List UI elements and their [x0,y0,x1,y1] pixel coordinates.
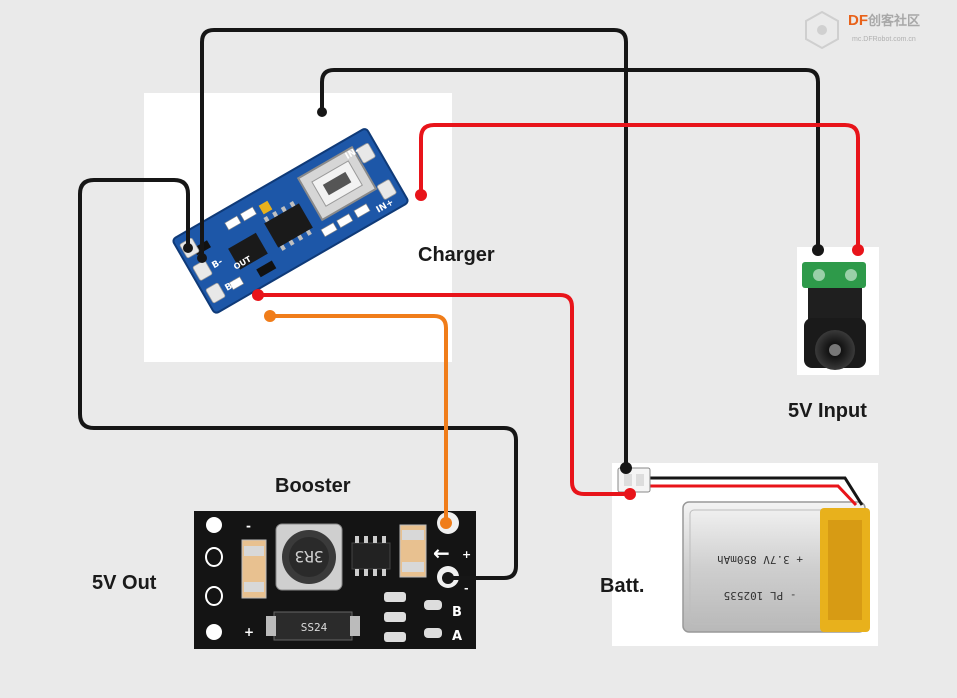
label-5v-input: 5V Input [788,400,867,422]
silk-minus: - [246,519,251,533]
wire-input-minus [320,68,820,252]
watermark-url: mc.DFRobot.com.cn [852,36,916,43]
wire-input-plus [419,123,860,252]
label-5v-out: 5V Out [92,572,157,594]
battery-cell: + 3.7V 850mAh - PL 102535 [617,467,870,633]
charger-ic-chip [264,203,313,248]
pin-label-a: A [452,629,462,644]
battery-lead-black [648,476,864,506]
label-booster: Booster [275,475,351,497]
battery-model: - PL 102535 [724,589,797,602]
led-indicator [258,200,273,215]
wire-batt-plus [256,293,632,496]
battery-rating: + 3.7V 850mAh [717,553,803,566]
diode-marking: SS24 [301,621,328,634]
inductor: 3R3 [275,523,343,591]
watermark: DF创客社区 mc.DFRobot.com.cn [805,10,920,50]
charger-module: IN- IN+ B- B+ OUT [172,128,409,314]
wire-booster-in [268,314,448,525]
wire-output-minus [78,178,518,580]
mounting-holes [205,517,223,640]
protection-ic-chip [228,232,268,270]
pin-label-minus: - [464,582,469,595]
wire-batt-minus [200,28,628,470]
dc-jack [802,262,866,370]
pin-label-b-minus: B- [211,257,225,271]
watermark-brand: DF创客社区 [848,12,920,29]
pin-label-arrow: ← [433,541,450,565]
schottky-diode: SS24 [266,611,360,641]
usb-connector-icon [296,145,378,222]
dfrobot-logo-icon [805,10,839,50]
silk-plus: + [244,625,254,639]
wire-endpoints [183,107,864,584]
pin-label-plus: + [462,548,471,561]
battery-lead-red [648,484,858,507]
inductor-marking: 3R3 [295,547,324,566]
booster-ic-chip [351,536,391,576]
pin-label-b: B [452,605,462,620]
label-charger: Charger [418,244,495,266]
booster-module: ← + - B A - + 3R3 SS24 [194,511,476,649]
label-battery: Batt. [600,575,644,597]
screw-terminal [802,262,866,288]
